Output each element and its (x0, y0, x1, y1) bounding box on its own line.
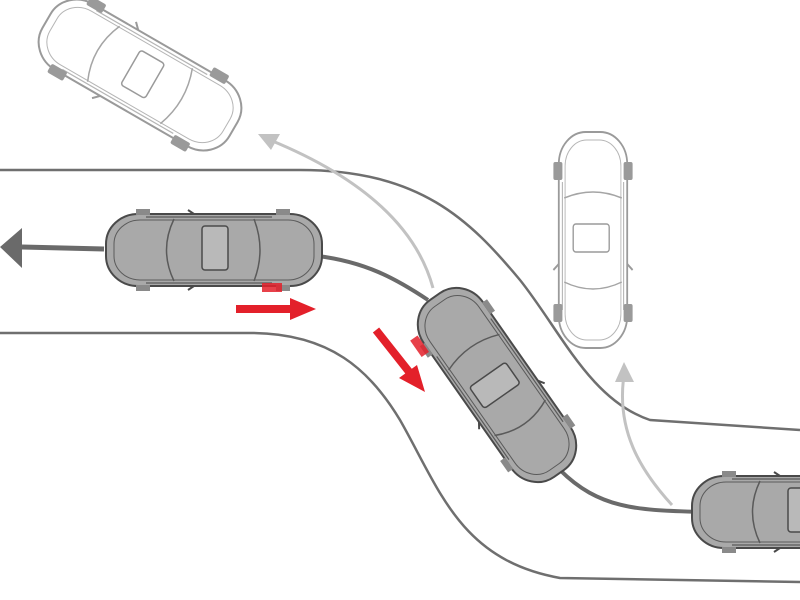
deviation-arrowhead-left (258, 134, 280, 150)
deviation-arrowhead-right (615, 362, 634, 382)
road-edge-lower (0, 331, 800, 584)
braked-wheel-highlight-2 (410, 335, 430, 358)
ghost-car-top-left-icon (23, 0, 257, 169)
ghost-car-right-icon (552, 131, 634, 349)
brake-force-arrow-icon-2 (372, 327, 425, 392)
car-entering-icon (105, 208, 323, 292)
entry-direction-arrow-icon (0, 228, 22, 268)
brake-force-arrow-icon-1 (236, 298, 316, 320)
entry-direction-arrow-shaft (21, 244, 105, 252)
road-edge-upper (0, 168, 800, 432)
deviation-path-arrow-right (620, 374, 674, 507)
deviation-path-arrow-left (269, 138, 435, 289)
braked-wheel-highlight-1 (262, 283, 282, 292)
vehicle-path-line (317, 254, 701, 514)
car-exiting-icon (691, 470, 800, 554)
